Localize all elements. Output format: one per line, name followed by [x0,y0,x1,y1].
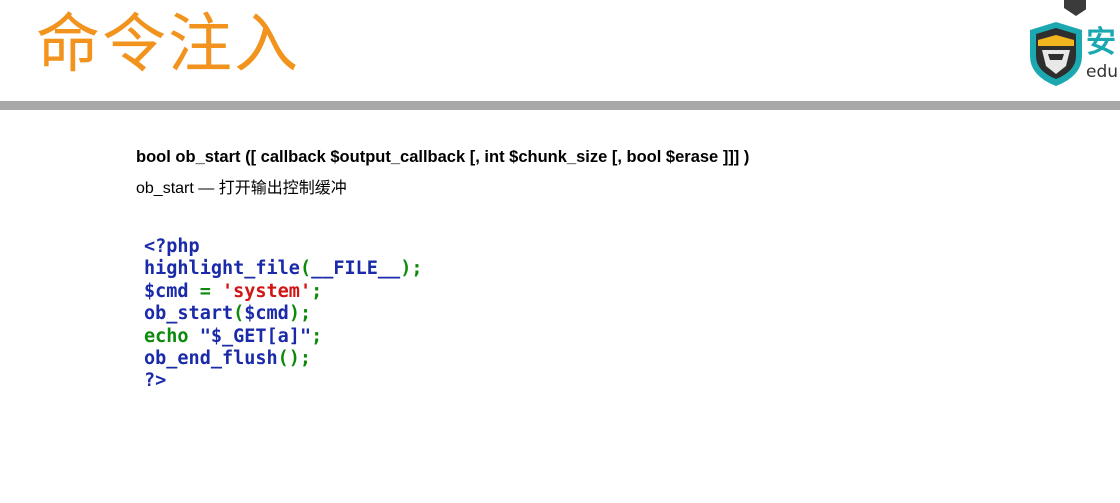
code-token: ?> [144,370,167,392]
code-token: = [199,280,222,302]
code-token: ); [400,258,423,280]
function-description: ob_start — 打开输出控制缓冲 [136,180,347,197]
slide-title: 命令注入 [36,8,300,82]
code-token: (); [277,348,312,370]
logo-text-en: edu [1086,62,1119,82]
code-token: <?php [144,236,200,257]
code-token: ); [288,303,312,325]
code-line-7: ?> [144,370,422,392]
code-token: ( [299,258,312,280]
code-line-1: <?php [144,236,422,258]
logo-text-cn: 安 [1086,25,1116,60]
code-token: highlight_file [144,258,300,280]
code-line-2: highlight_file(__FILE__); [144,258,422,280]
header-divider [0,101,1120,110]
shield-logo-icon [1030,0,1086,86]
code-token: "$_GET[a]" [199,325,312,347]
code-line-5: echo "$_GET[a]"; [144,326,422,348]
code-token: ; [311,280,323,302]
code-token: $cmd [244,303,289,325]
function-signature: bool ob_start ([ callback $output_callba… [136,148,750,166]
code-token: ob_start [144,303,234,325]
code-line-6: ob_end_flush(); [144,348,422,370]
code-token: echo [144,325,200,347]
code-line-3: $cmd = 'system'; [144,281,422,303]
code-token: ( [233,303,245,325]
code-line-4: ob_start($cmd); [144,303,422,325]
code-token: 'system' [221,280,312,302]
code-token: ob_end_flush [144,348,278,370]
code-token: $cmd [144,280,200,302]
logo: 安 edu [1026,0,1120,96]
code-token: __FILE__ [311,258,401,280]
code-token: ; [311,325,323,347]
